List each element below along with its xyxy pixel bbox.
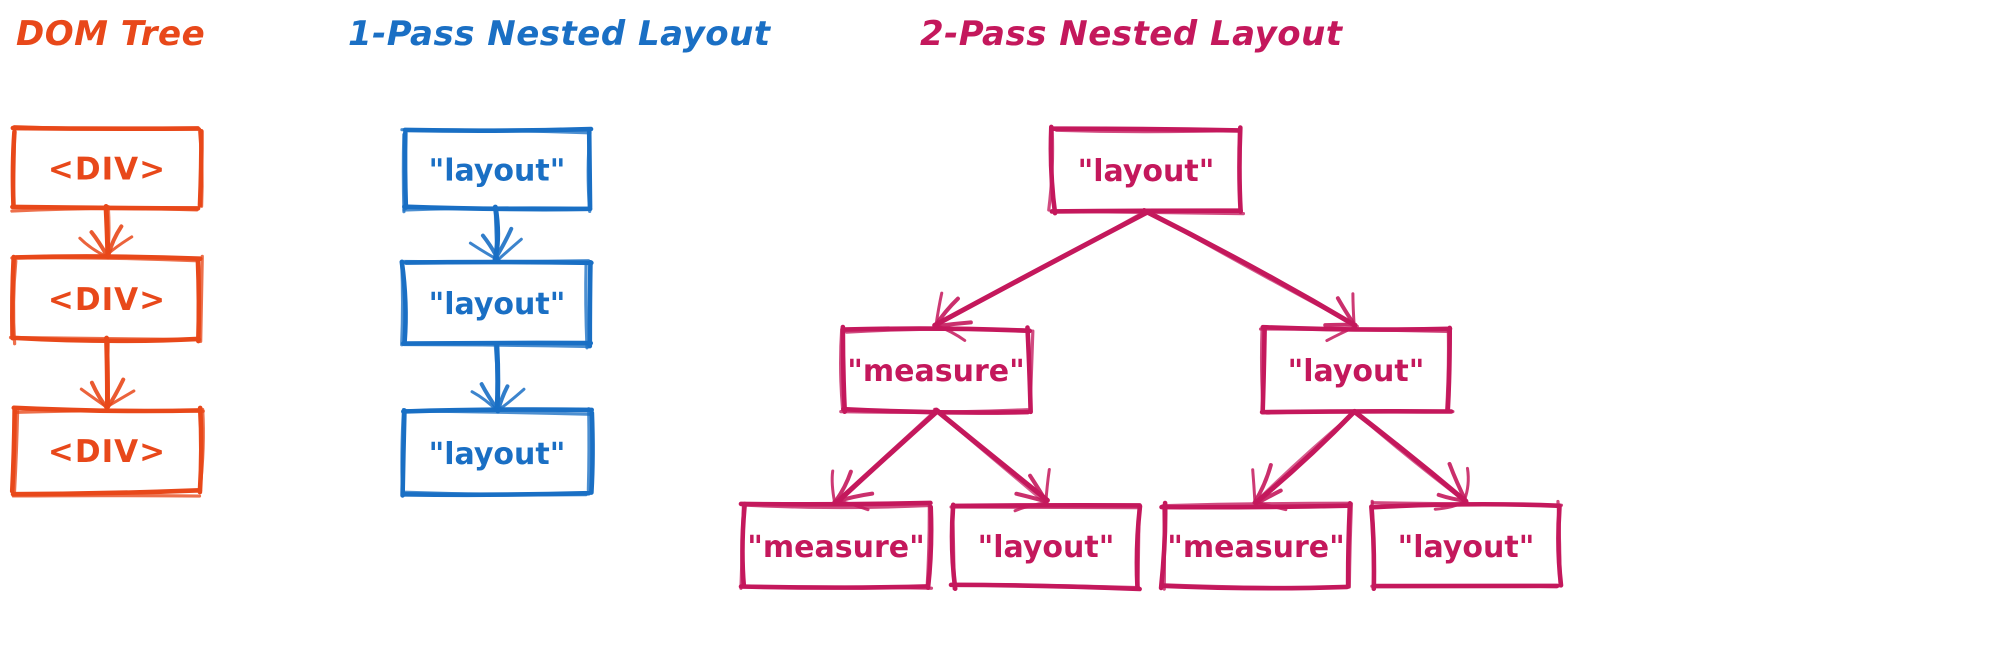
arrow-tp-m1-to-tp-m2 bbox=[830, 407, 941, 512]
arrow-dom-1-to-dom-2 bbox=[78, 204, 134, 260]
node-box-tp-l2 bbox=[948, 502, 1143, 592]
arrow-tp-m1-to-tp-l2 bbox=[932, 407, 1051, 513]
node-label-tp-root: "layout" bbox=[1078, 154, 1215, 189]
node-label-tp-l3: "layout" bbox=[1398, 530, 1535, 565]
arrow-op-2-to-op-3 bbox=[470, 343, 526, 414]
node-label-op-2: "layout" bbox=[429, 287, 566, 322]
arrow-tp-root-to-tp-l1 bbox=[1141, 207, 1359, 343]
node-box-tp-m3 bbox=[1158, 500, 1354, 591]
node-label-tp-m2: "measure" bbox=[747, 530, 924, 565]
node-label-dom-1: <DIV> bbox=[48, 152, 166, 188]
node-label-dom-3: <DIV> bbox=[48, 434, 166, 470]
node-box-dom-3 bbox=[9, 405, 205, 498]
node-label-tp-m1: "measure" bbox=[847, 354, 1024, 389]
node-label-op-1: "layout" bbox=[429, 154, 566, 189]
section-title-two-pass: 2-Pass Nested Layout bbox=[920, 14, 1344, 54]
node-label-tp-m3: "measure" bbox=[1167, 530, 1344, 565]
section-title-dom-tree: DOM Tree bbox=[16, 14, 205, 54]
node-label-tp-l1: "layout" bbox=[1288, 354, 1425, 389]
node-label-tp-l2: "layout" bbox=[978, 530, 1115, 565]
node-label-dom-2: <DIV> bbox=[48, 282, 166, 318]
node-label-op-3: "layout" bbox=[429, 437, 566, 472]
section-title-one-pass: 1-Pass Nested Layout bbox=[348, 14, 772, 54]
arrow-dom-2-to-dom-3 bbox=[79, 335, 136, 411]
arrow-tp-l1-to-tp-l3 bbox=[1352, 409, 1470, 511]
node-box-tp-m1 bbox=[839, 324, 1035, 415]
arrow-op-1-to-op-2 bbox=[468, 204, 523, 263]
arrow-tp-root-to-tp-m1 bbox=[932, 209, 1149, 342]
node-box-tp-l1 bbox=[1258, 324, 1455, 415]
arrow-tp-l1-to-tp-m3 bbox=[1251, 408, 1358, 512]
